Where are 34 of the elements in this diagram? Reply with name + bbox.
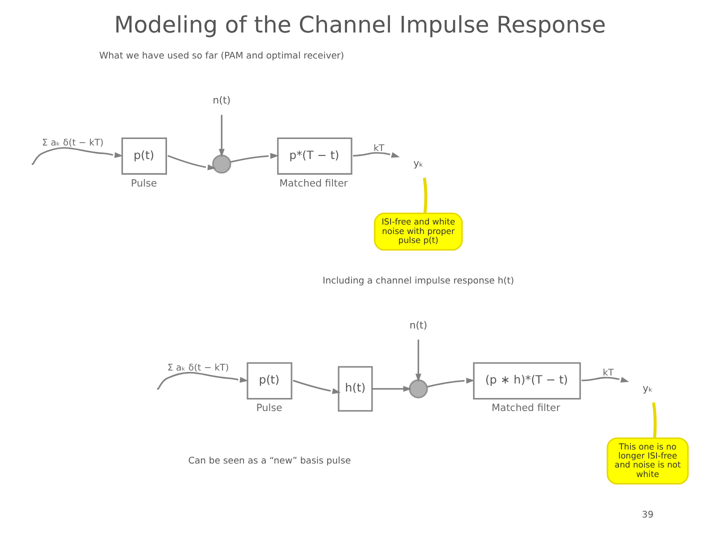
arrow: [218, 114, 225, 158]
arrow: [230, 152, 279, 163]
node-circle: [212, 154, 232, 174]
node-label: Matched filter: [492, 403, 560, 414]
arrow: [415, 340, 422, 382]
node-label: Pulse: [130, 178, 157, 190]
node-box: This one is no longer ISI-free and noise is not white: [606, 437, 689, 485]
arrow: [582, 376, 630, 383]
arrow: [353, 152, 400, 158]
label: Including a channel impulse response h(t): [322, 276, 514, 286]
node-text: yₖ: [642, 383, 653, 394]
edge-label: kT: [602, 368, 614, 379]
node-label: Pulse: [256, 403, 282, 414]
node-label: Matched filter: [279, 178, 348, 190]
node-text: n(t): [212, 96, 231, 107]
node-circle: [408, 379, 428, 398]
node-box: ISI-free and white noise with proper pulse p(t): [374, 212, 463, 251]
node-box: h(t): [338, 366, 373, 412]
connector: [422, 178, 428, 214]
label: 39: [642, 510, 654, 520]
edge-label: kT: [373, 144, 384, 154]
node-text: n(t): [409, 320, 428, 332]
label: Can be seen as a “new” basis pulse: [188, 456, 351, 466]
arrow: [292, 380, 341, 394]
arrow: [168, 155, 216, 170]
label: What we have used so far (PAM and optimal receiver): [99, 52, 344, 62]
edge-label: Σ aₖ δ(t − kT): [167, 363, 229, 374]
arrow: [426, 378, 475, 388]
edge-label: Σ aₖ δ(t − kT): [42, 138, 104, 149]
connector: [652, 402, 657, 438]
arrow: [372, 386, 412, 392]
node-text: yₖ: [413, 158, 424, 170]
diagram-title: Modeling of the Channel Impulse Response: [114, 12, 606, 39]
arrow: [32, 147, 123, 164]
